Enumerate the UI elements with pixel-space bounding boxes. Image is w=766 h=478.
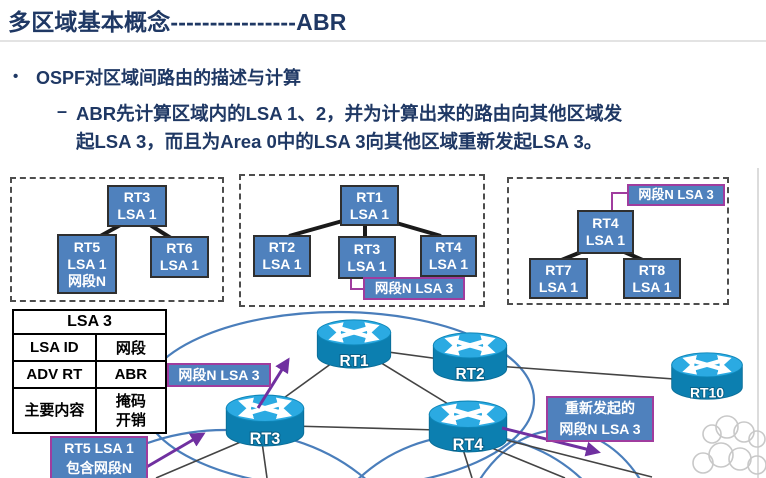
router-rt2: RT2 (431, 330, 509, 384)
area-tree-box-2: RT1 LSA 1 RT2 LSA 1 RT3 LSA 1 RT4 LSA 1 … (239, 174, 485, 307)
bullet-level2-line2: 起LSA 3，而且为Area 0中的LSA 3向其他区域重新发起LSA 3。 (76, 131, 603, 152)
tree-node-rt3: RT3 LSA 1 (107, 185, 167, 227)
router-icon: RT3 (225, 394, 305, 449)
segment-lsa3-flag: 网段N LSA 3 (627, 184, 725, 206)
table-row: LSA ID 网段 (12, 333, 168, 362)
cloud-icon (692, 415, 766, 475)
router-rt10: RT10 (668, 350, 746, 402)
router-icon: RT1 (316, 319, 392, 371)
table-header-row: LSA 3 (12, 309, 167, 335)
tree-node-rt1: RT1 LSA 1 (340, 185, 399, 226)
dash-marker: – (57, 101, 68, 121)
router-label: RT4 (453, 436, 484, 454)
router-label: RT1 (339, 353, 369, 370)
tree-node-rt5: RT5 LSA 1 网段N (57, 234, 117, 294)
area-tree-box-1: RT3 LSA 1 RT5 LSA 1 网段N RT6 LSA 1 (10, 177, 224, 302)
router-icon: RT2 (432, 332, 508, 384)
slide-edge-line (757, 168, 759, 478)
table-row: 主要内容 掩码 开销 (12, 387, 168, 434)
tree-node-rt4: RT4 LSA 1 (420, 235, 477, 277)
bullet-level1: OSPF对区域间路由的描述与计算 (36, 68, 302, 88)
table-header: LSA 3 (12, 309, 167, 335)
tree-node-rt4: RT4 LSA 1 (577, 210, 634, 254)
tree-node-rt2: RT2 LSA 1 (253, 235, 311, 277)
lsa3-table: LSA 3 LSA ID 网段 ADV RT ABR 主要内容 掩码 开销 (12, 309, 168, 434)
router-label: RT10 (690, 384, 724, 400)
tree-node-rt6: RT6 LSA 1 (150, 236, 209, 278)
rt5-lsa1-flag: RT5 LSA 1 包含网段N (50, 436, 148, 478)
title-divider (0, 40, 766, 42)
bullet-level2-line1: ABR先计算区域内的LSA 1、2，并为计算出来的路由向其他区域发 (76, 103, 623, 124)
segment-lsa3-flag: 网段N LSA 3 (167, 363, 271, 387)
tree-node-rt3: RT3 LSA 1 (338, 236, 396, 279)
page-title: 多区域基本概念----------------ABR (8, 9, 347, 35)
bullet-level2: ABR先计算区域内的LSA 1、2，并为计算出来的路由向其他区域发 起LSA 3… (76, 100, 622, 156)
router-rt3: RT3 (223, 392, 307, 449)
router-rt1: RT1 (315, 317, 393, 371)
renew-segment-lsa3-flag: 重新发起的 网段N LSA 3 (546, 396, 654, 442)
router-label: RT2 (455, 366, 484, 383)
area-tree-box-3: 网段N LSA 3 RT4 LSA 1 RT7 LSA 1 RT8 LSA 1 (507, 177, 729, 305)
tree-node-rt8: RT8 LSA 1 (623, 258, 681, 299)
bullet-dot: • (13, 68, 19, 85)
router-label: RT3 (250, 430, 281, 448)
table-row: ADV RT ABR (12, 360, 168, 389)
router-icon: RT4 (428, 400, 508, 455)
tree-node-rt7: RT7 LSA 1 (529, 258, 588, 299)
router-icon: RT10 (671, 352, 743, 401)
segment-lsa3-flag: 网段N LSA 3 (363, 277, 465, 300)
router-rt4: RT4 (426, 398, 510, 455)
